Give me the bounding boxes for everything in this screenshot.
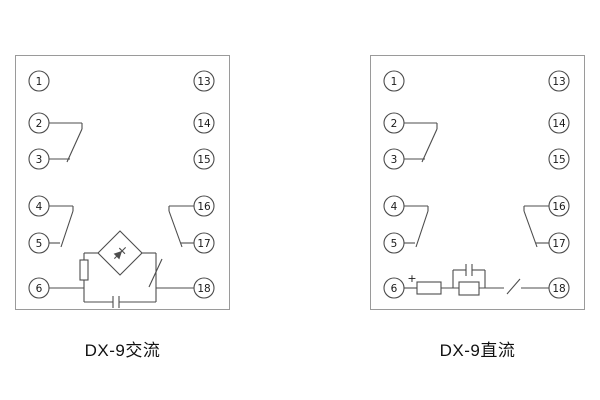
svg-text:4: 4 (391, 201, 398, 213)
svg-text:4: 4 (36, 201, 43, 213)
svg-text:5: 5 (391, 238, 398, 250)
svg-text:16: 16 (197, 201, 211, 213)
svg-text:13: 13 (552, 76, 565, 88)
terminal-3: 3 (383, 148, 405, 170)
capacitor (452, 264, 486, 288)
svg-text:14: 14 (552, 118, 566, 130)
svg-text:13: 13 (197, 76, 210, 88)
ac-diagram-label: DX-9交流 (84, 341, 161, 360)
terminal-13: 13 (548, 70, 570, 92)
svg-text:17: 17 (197, 238, 210, 250)
svg-text:5: 5 (36, 238, 43, 250)
terminal-14: 14 (193, 112, 215, 134)
terminal-4: 4 (383, 195, 405, 217)
terminal-1: 1 (28, 70, 50, 92)
terminal-15: 15 (193, 148, 215, 170)
terminal-16: 16 (193, 195, 215, 217)
terminal-6: 6 (28, 277, 50, 299)
svg-text:18: 18 (197, 283, 210, 295)
contact-2-3 (49, 122, 83, 163)
polarity-plus: + (407, 272, 416, 285)
contact-2-3 (404, 122, 438, 163)
svg-text:18: 18 (552, 283, 565, 295)
dc-terminals-right: 13 14 15 16 17 18 (548, 70, 570, 299)
svg-text:3: 3 (36, 154, 43, 166)
svg-text:2: 2 (36, 118, 43, 130)
ac-schematic: 1 2 3 4 5 6 13 14 15 16 17 18 (28, 70, 215, 308)
coil-circuit: + (404, 264, 549, 296)
contact-4-5 (404, 205, 429, 248)
svg-text:1: 1 (36, 76, 43, 88)
ac-terminals-right: 13 14 15 16 17 18 (193, 70, 215, 299)
terminal-17: 17 (193, 232, 215, 254)
svg-text:6: 6 (36, 283, 43, 295)
terminal-2: 2 (383, 112, 405, 134)
terminal-16: 16 (548, 195, 570, 217)
terminal-14: 14 (548, 112, 570, 134)
terminal-2: 2 (28, 112, 50, 134)
dc-diagram-frame: 1 2 3 4 5 6 13 14 15 16 17 18 (370, 55, 585, 310)
dc-schematic: 1 2 3 4 5 6 13 14 15 16 17 18 (383, 70, 570, 299)
contact-4-5 (49, 205, 74, 248)
dc-diagram-label: DX-9直流 (439, 341, 516, 360)
svg-text:14: 14 (197, 118, 211, 130)
svg-text:17: 17 (552, 238, 565, 250)
terminal-17: 17 (548, 232, 570, 254)
terminal-3: 3 (28, 148, 50, 170)
svg-text:6: 6 (391, 283, 398, 295)
contact-16-17 (168, 205, 194, 248)
diode-icon (113, 246, 127, 260)
terminal-13: 13 (193, 70, 215, 92)
resistor (79, 259, 89, 281)
terminal-15: 15 (548, 148, 570, 170)
resistor (416, 281, 442, 295)
contact-blade (148, 258, 163, 288)
coil (458, 281, 480, 296)
contact-16-17 (523, 205, 549, 248)
ac-terminals-left: 1 2 3 4 5 6 (28, 70, 50, 299)
terminal-5: 5 (383, 232, 405, 254)
svg-text:1: 1 (391, 76, 398, 88)
svg-text:15: 15 (552, 154, 565, 166)
svg-text:3: 3 (391, 154, 398, 166)
svg-text:15: 15 (197, 154, 210, 166)
rectifier-circuit (49, 230, 194, 308)
terminal-5: 5 (28, 232, 50, 254)
svg-text:16: 16 (552, 201, 566, 213)
terminal-18: 18 (193, 277, 215, 299)
terminal-1: 1 (383, 70, 405, 92)
contact-blade (506, 278, 521, 295)
terminal-6: 6 (383, 277, 405, 299)
terminal-18: 18 (548, 277, 570, 299)
dc-terminals-left: 1 2 3 4 5 6 (383, 70, 405, 299)
svg-text:2: 2 (391, 118, 398, 130)
terminal-4: 4 (28, 195, 50, 217)
ac-diagram-frame: 1 2 3 4 5 6 13 14 15 16 17 18 (15, 55, 230, 310)
capacitor (83, 288, 157, 308)
